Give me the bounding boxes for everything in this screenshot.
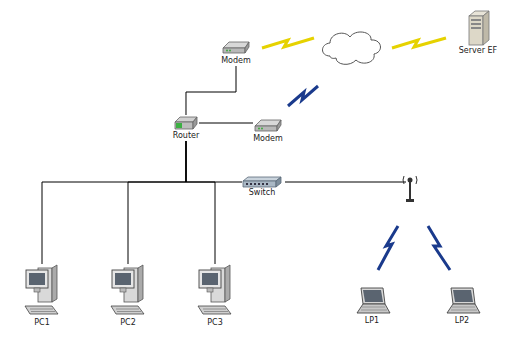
modem-icon: [221, 38, 251, 56]
switch-icon: [242, 176, 282, 188]
device-label: PC3: [206, 318, 224, 328]
access-point-antenna: [408, 178, 413, 183]
laptop-icon: [443, 286, 481, 316]
access-point-base: [406, 199, 414, 202]
device-label: LP1: [364, 316, 380, 326]
network-cable: [128, 141, 186, 264]
pc-icon: [22, 264, 62, 318]
device-label: Modem: [220, 56, 252, 66]
router-icon: [173, 115, 199, 131]
pc-icon: [195, 264, 235, 318]
internet-cloud: [323, 32, 381, 64]
modem-icon: [253, 116, 283, 134]
wireless-link: [428, 226, 450, 270]
network-cable: [186, 66, 236, 115]
wireless-link: [288, 86, 318, 106]
device-label: PC2: [119, 318, 137, 328]
laptop-device: LP1: [353, 286, 391, 326]
wireless-link: [392, 38, 446, 48]
pc-icon: [108, 264, 148, 318]
modem-device: Modem: [220, 38, 252, 66]
network-cable: [186, 141, 215, 264]
server-device: Server EF: [458, 10, 498, 56]
pc-device: PC3: [195, 264, 235, 328]
network-cable: [285, 182, 406, 183]
device-label: PC1: [33, 318, 51, 328]
network-cable: [199, 123, 253, 124]
laptop-device: LP2: [443, 286, 481, 326]
wireless-link: [378, 226, 398, 270]
router-device: Router: [172, 115, 201, 141]
pc-device: PC2: [108, 264, 148, 328]
modem-device: Modem: [252, 116, 284, 144]
switch-device: Switch: [242, 176, 282, 198]
laptop-icon: [353, 286, 391, 316]
wireless-link: [262, 38, 314, 48]
pc-device: PC1: [22, 264, 62, 328]
device-label: Switch: [248, 188, 276, 198]
network-cable: [186, 141, 242, 182]
server-icon: [465, 10, 491, 46]
device-label: Router: [172, 131, 201, 141]
network-cable: [42, 141, 186, 264]
device-label: Modem: [252, 134, 284, 144]
device-label: Server EF: [458, 46, 498, 56]
device-label: LP2: [454, 316, 470, 326]
access-point-waves: [403, 176, 417, 184]
